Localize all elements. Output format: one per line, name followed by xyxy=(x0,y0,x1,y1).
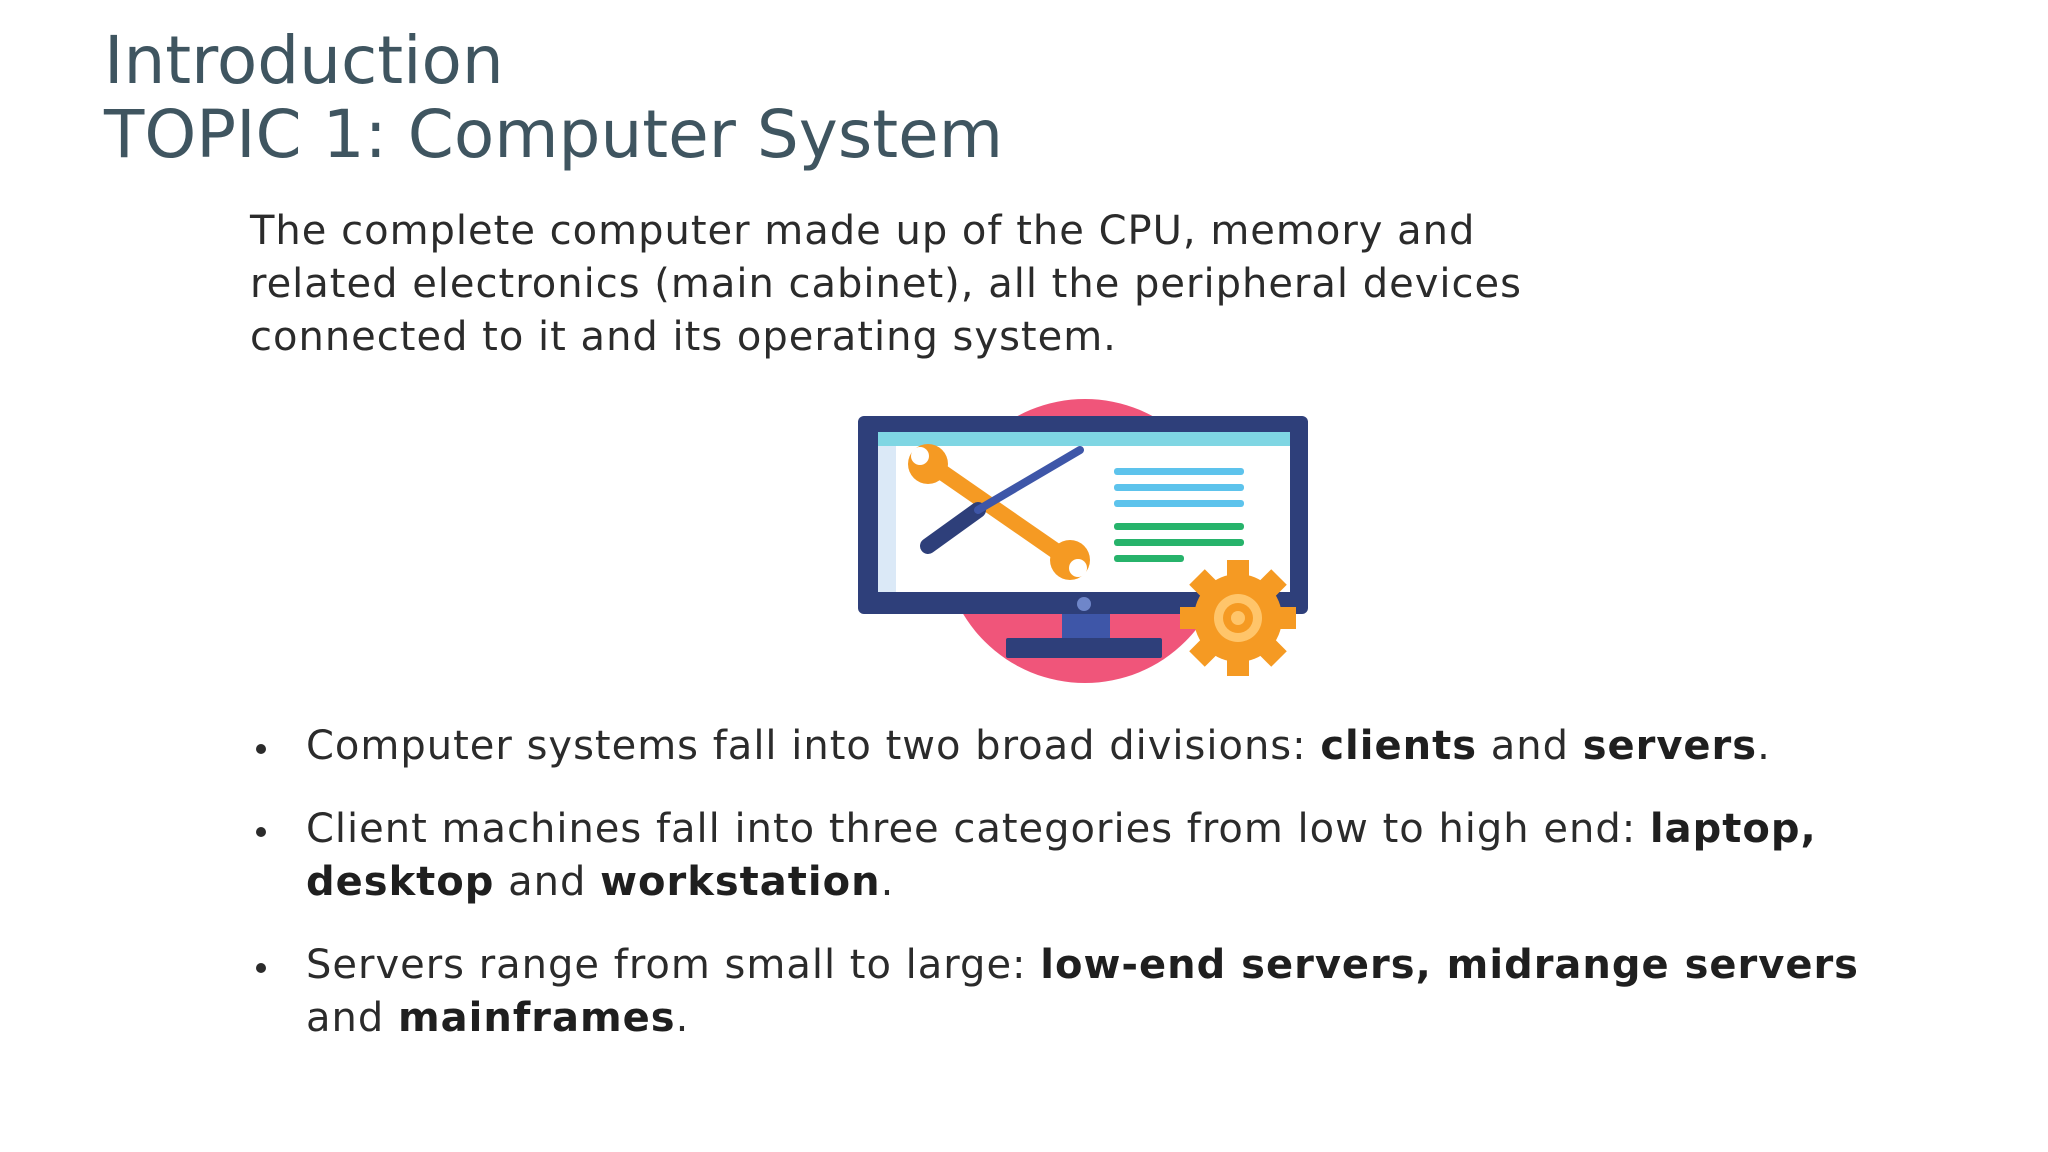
intro-line-1: The complete computer made up of the CPU… xyxy=(250,208,1476,254)
text-line-green-3 xyxy=(1114,555,1184,562)
bullet-list: Computer systems fall into two broad div… xyxy=(250,720,1930,1075)
screen-left-shade xyxy=(878,432,896,592)
monitor-base xyxy=(1006,638,1162,658)
slide-title-line-2: TOPIC 1: Computer System xyxy=(104,96,1003,173)
screen-top-bar xyxy=(878,432,1290,446)
text-line-blue-2 xyxy=(1114,484,1244,491)
text-line-green-1 xyxy=(1114,523,1244,530)
gear-icon xyxy=(1180,560,1296,676)
wrench-icon xyxy=(908,444,1090,580)
screwdriver-icon xyxy=(920,446,1084,554)
slide-title: Introduction TOPIC 1: Computer System xyxy=(104,24,1003,172)
computer-maintenance-icon xyxy=(858,399,1308,683)
intro-line-3: connected to it and its operating system… xyxy=(250,314,1117,360)
text-line-blue-3 xyxy=(1114,500,1244,507)
text-line-blue-1 xyxy=(1114,468,1244,475)
text-line-green-2 xyxy=(1114,539,1244,546)
intro-line-2: related electronics (main cabinet), all … xyxy=(250,261,1522,307)
power-dot xyxy=(1077,597,1091,611)
bullet-item-server-range: Servers range from small to large: low-e… xyxy=(250,939,1930,1045)
slide-title-line-1: Introduction xyxy=(104,22,504,99)
bullet-item-client-categories: Client machines fall into three categori… xyxy=(250,803,1930,909)
bullet-item-clients-servers: Computer systems fall into two broad div… xyxy=(250,720,1930,773)
intro-paragraph: The complete computer made up of the CPU… xyxy=(250,205,1910,364)
